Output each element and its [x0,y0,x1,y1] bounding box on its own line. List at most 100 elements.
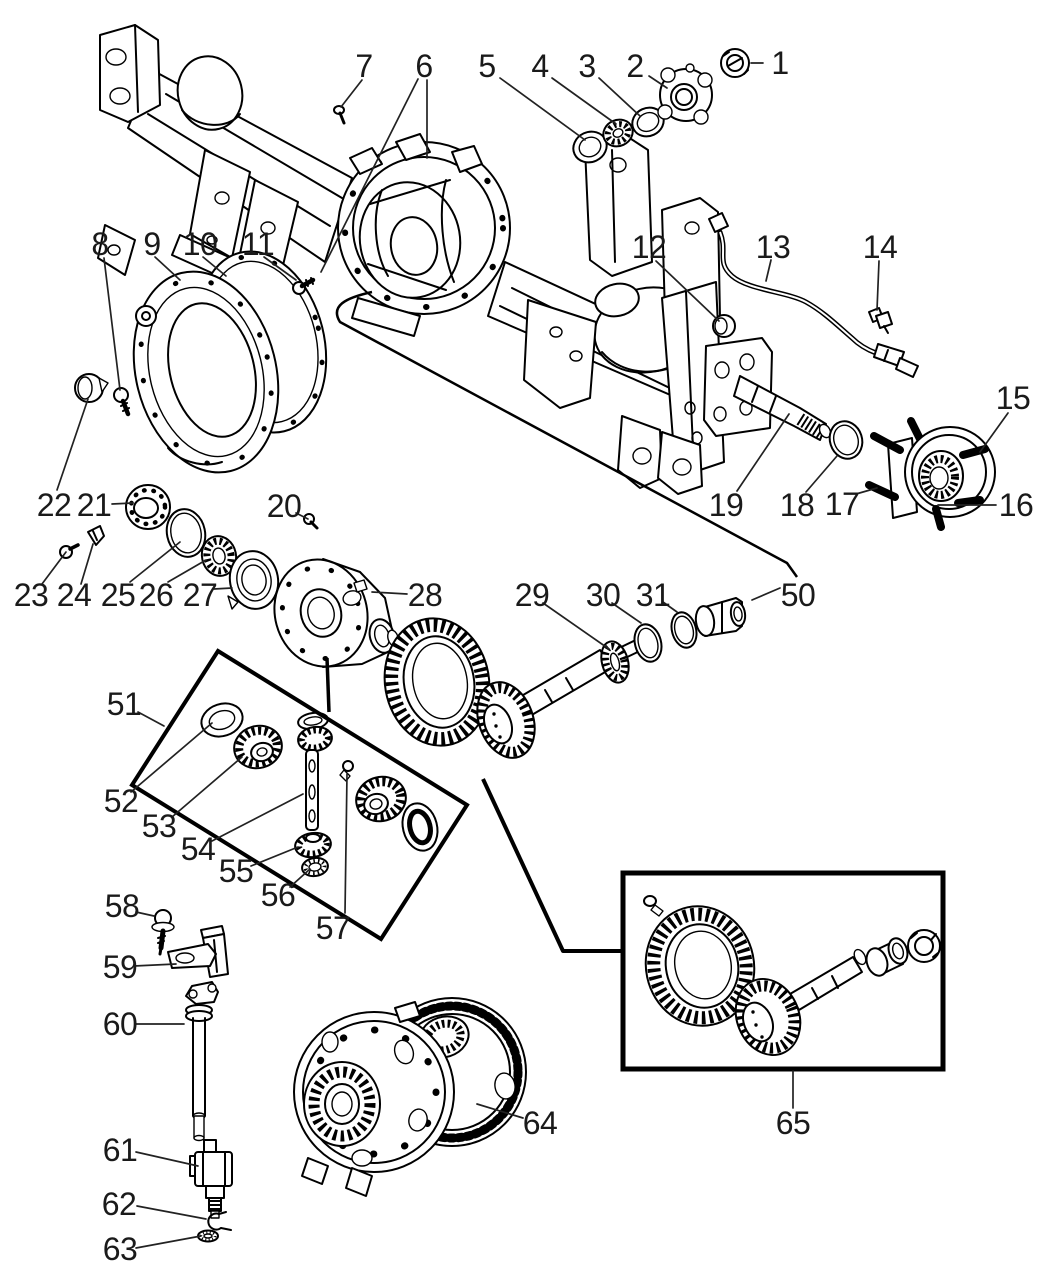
leader-line-9 [154,256,181,281]
leader-line-6 [320,78,419,273]
callout-50: 50 [781,577,816,613]
axle-shaft [733,375,832,441]
differential-case-internals-box [129,648,470,942]
callout-17: 17 [825,486,860,522]
leader-line-21 [111,502,134,505]
callout-11: 11 [242,226,274,262]
leader-line-27 [213,587,233,590]
leader-line-22 [56,398,89,491]
leader-line-54 [211,793,304,842]
callout-27: 27 [183,577,218,613]
side-gear-right [355,775,407,823]
differential-carrier [337,133,511,337]
callout-26: 26 [139,577,174,613]
differential-cover-9 [132,270,280,474]
leader-line-15 [979,412,1009,453]
callout-56: 56 [261,877,296,913]
callout-1: 1 [771,45,788,81]
leader-line-52 [130,722,213,793]
callout-51: 51 [107,686,142,722]
callout-30: 30 [586,577,621,613]
leader-line-61 [135,1151,199,1167]
shaft-60 [185,981,219,1142]
pinion-bearing-29 [600,640,630,684]
clip-24 [87,525,105,546]
pinion-nut-1 [720,48,750,78]
thrust-washer-56 [301,856,329,878]
set-nut [907,929,941,963]
callout-14: 14 [863,229,898,265]
callout-2: 2 [626,48,643,84]
leader-line-30 [611,602,642,624]
leader-line-5 [499,77,586,141]
leader-line-19 [736,413,790,492]
leader-line-18 [805,455,838,493]
leader-line-11 [263,256,297,281]
callout-52: 52 [104,783,139,819]
washer-63 [197,1229,219,1243]
leader-line-53 [171,756,243,818]
leader-line-51 [137,711,165,727]
set-spacer [865,937,909,977]
callout-59: 59 [103,949,138,985]
lock-screw-57 [339,760,354,782]
callout-18: 18 [780,487,815,523]
retainer-clip-14 [868,307,893,334]
side-gear-53 [233,724,283,770]
leader-line-26 [167,559,207,583]
leader-line-13 [765,259,772,282]
leader-line-56 [289,868,311,888]
callout-22: 22 [37,487,72,523]
callout-55: 55 [219,853,254,889]
drive-pinion [476,635,649,759]
callout-58: 58 [105,888,140,924]
callout-3: 3 [578,48,595,84]
leader-line-2 [648,75,668,89]
differential-case-28 [273,558,399,668]
bearing-26 [200,535,238,577]
leader-line-64 [476,1103,524,1119]
leader-line-57 [344,773,348,914]
set-ring-gear [644,905,756,1027]
leader-line-17 [855,487,878,495]
bolt-58 [151,909,175,956]
leader-line-28 [371,591,408,595]
pinion-mate-shaft-54 [297,711,333,831]
pinion-mate-gear-55 [294,831,332,859]
leader-line-8 [103,257,121,391]
callout-64: 64 [523,1105,558,1141]
callout-62: 62 [102,1186,137,1222]
callout-53: 53 [142,808,177,844]
callout-57: 57 [316,910,351,946]
bearing-4 [602,118,634,148]
callout-7: 7 [355,48,372,84]
callout-61: 61 [103,1132,138,1168]
leader-line-55 [250,846,299,867]
callout-24: 24 [57,577,92,613]
leader-line-23 [41,551,67,585]
callout-6: 6 [415,48,432,84]
ring-pinion-set-65 [643,895,941,1056]
bracket-59 [167,925,229,978]
leader-line-50 [751,587,781,601]
leader-line-14 [876,260,880,311]
clip-62 [207,1211,232,1231]
seal-27 [227,550,280,610]
leader-line-10 [202,256,227,277]
plug-22 [74,373,109,403]
pinion-seal-31 [670,611,698,649]
sensor-cable-13 [708,212,919,378]
diagram-artwork [59,24,996,1243]
callout-28: 28 [408,577,443,613]
ring-and-pinion-set-box [620,870,946,1072]
cover-bolt-11 [292,277,316,295]
tone-ring-21 [125,484,171,530]
oring-18 [828,420,864,460]
leader-line-24 [80,543,94,585]
ring-pinion-location-connector [481,778,621,953]
callout-21: 21 [77,487,112,523]
ring-30 [633,623,663,663]
callout-23: 23 [14,577,49,613]
callout-20: 20 [267,488,302,524]
callout-15: 15 [996,380,1031,416]
